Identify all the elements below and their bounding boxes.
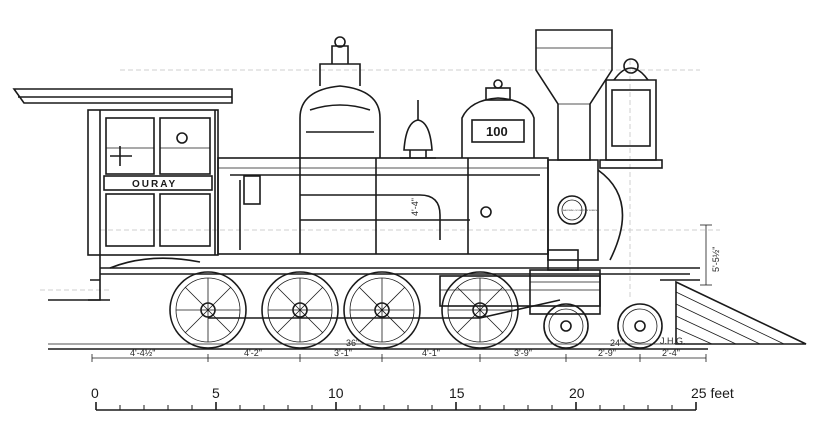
smokestack — [535, 29, 613, 161]
vertical-dim-1: 5'-5½" — [711, 247, 721, 272]
smokebox: BALDWIN LOCOMOTIVE WORKS — [547, 159, 624, 261]
wheel-diameter-drivers: 36" — [346, 338, 359, 348]
cylinder — [529, 249, 601, 315]
driving-wheel-3 — [343, 271, 421, 349]
engine-number-label: 100 — [486, 124, 508, 139]
scale-label-0: 0 — [91, 385, 99, 401]
wheelbase-dimensions: 4'-4½" 4'-2" 3'-1" 4'-1" 3'-9" 2'-9" 2'-… — [91, 336, 707, 362]
rail — [48, 343, 708, 350]
background-ghosting — [40, 60, 720, 300]
scale-label-25: 25 feet — [691, 385, 734, 401]
scale-bar: 0 5 10 15 20 25 feet — [91, 385, 734, 411]
frame — [100, 257, 700, 307]
drafter-initials: J.H.G. — [660, 336, 686, 346]
scale-label-5: 5 — [212, 385, 220, 401]
scale-label-10: 10 — [328, 385, 344, 401]
boiler — [217, 157, 549, 255]
headlight — [599, 58, 663, 169]
wheelbase-dim-1: 4'-4½" — [130, 348, 155, 358]
driving-wheel-1 — [169, 271, 247, 349]
builder-plate-text: BALDWIN LOCOMOTIVE WORKS — [563, 209, 598, 212]
wheelbase-dim-3: 3'-1" — [334, 348, 352, 358]
side-rod — [208, 299, 561, 319]
cab: OURAY — [12, 88, 233, 301]
driving-wheel-2 — [261, 271, 339, 349]
sand-dome — [299, 36, 381, 158]
wheelbase-dim-6: 2'-9" — [598, 348, 616, 358]
pilot — [660, 279, 807, 345]
wheelbase-dim-7: 2'-4" — [662, 348, 680, 358]
scale-label-15: 15 — [449, 385, 465, 401]
wheelbase-dim-2: 4'-2" — [244, 348, 262, 358]
pilot-wheel — [617, 303, 663, 349]
cab-name-label: OURAY — [132, 179, 177, 190]
vertical-dimensions: 5'-5½" 4'-4" — [410, 198, 721, 286]
scale-label-20: 20 — [569, 385, 585, 401]
steam-dome: 100 — [461, 79, 535, 158]
pilot-wheel-rear — [543, 303, 589, 349]
wheelbase-dim-4: 4'-1" — [422, 348, 440, 358]
driving-wheel-4 — [441, 271, 519, 349]
wheelbase-dim-5: 3'-9" — [514, 348, 532, 358]
scale-ticks — [95, 402, 697, 410]
vertical-dim-2: 4'-4" — [410, 198, 420, 216]
bell — [400, 100, 436, 159]
wheel-diameter-pilot: 24" — [610, 338, 623, 348]
